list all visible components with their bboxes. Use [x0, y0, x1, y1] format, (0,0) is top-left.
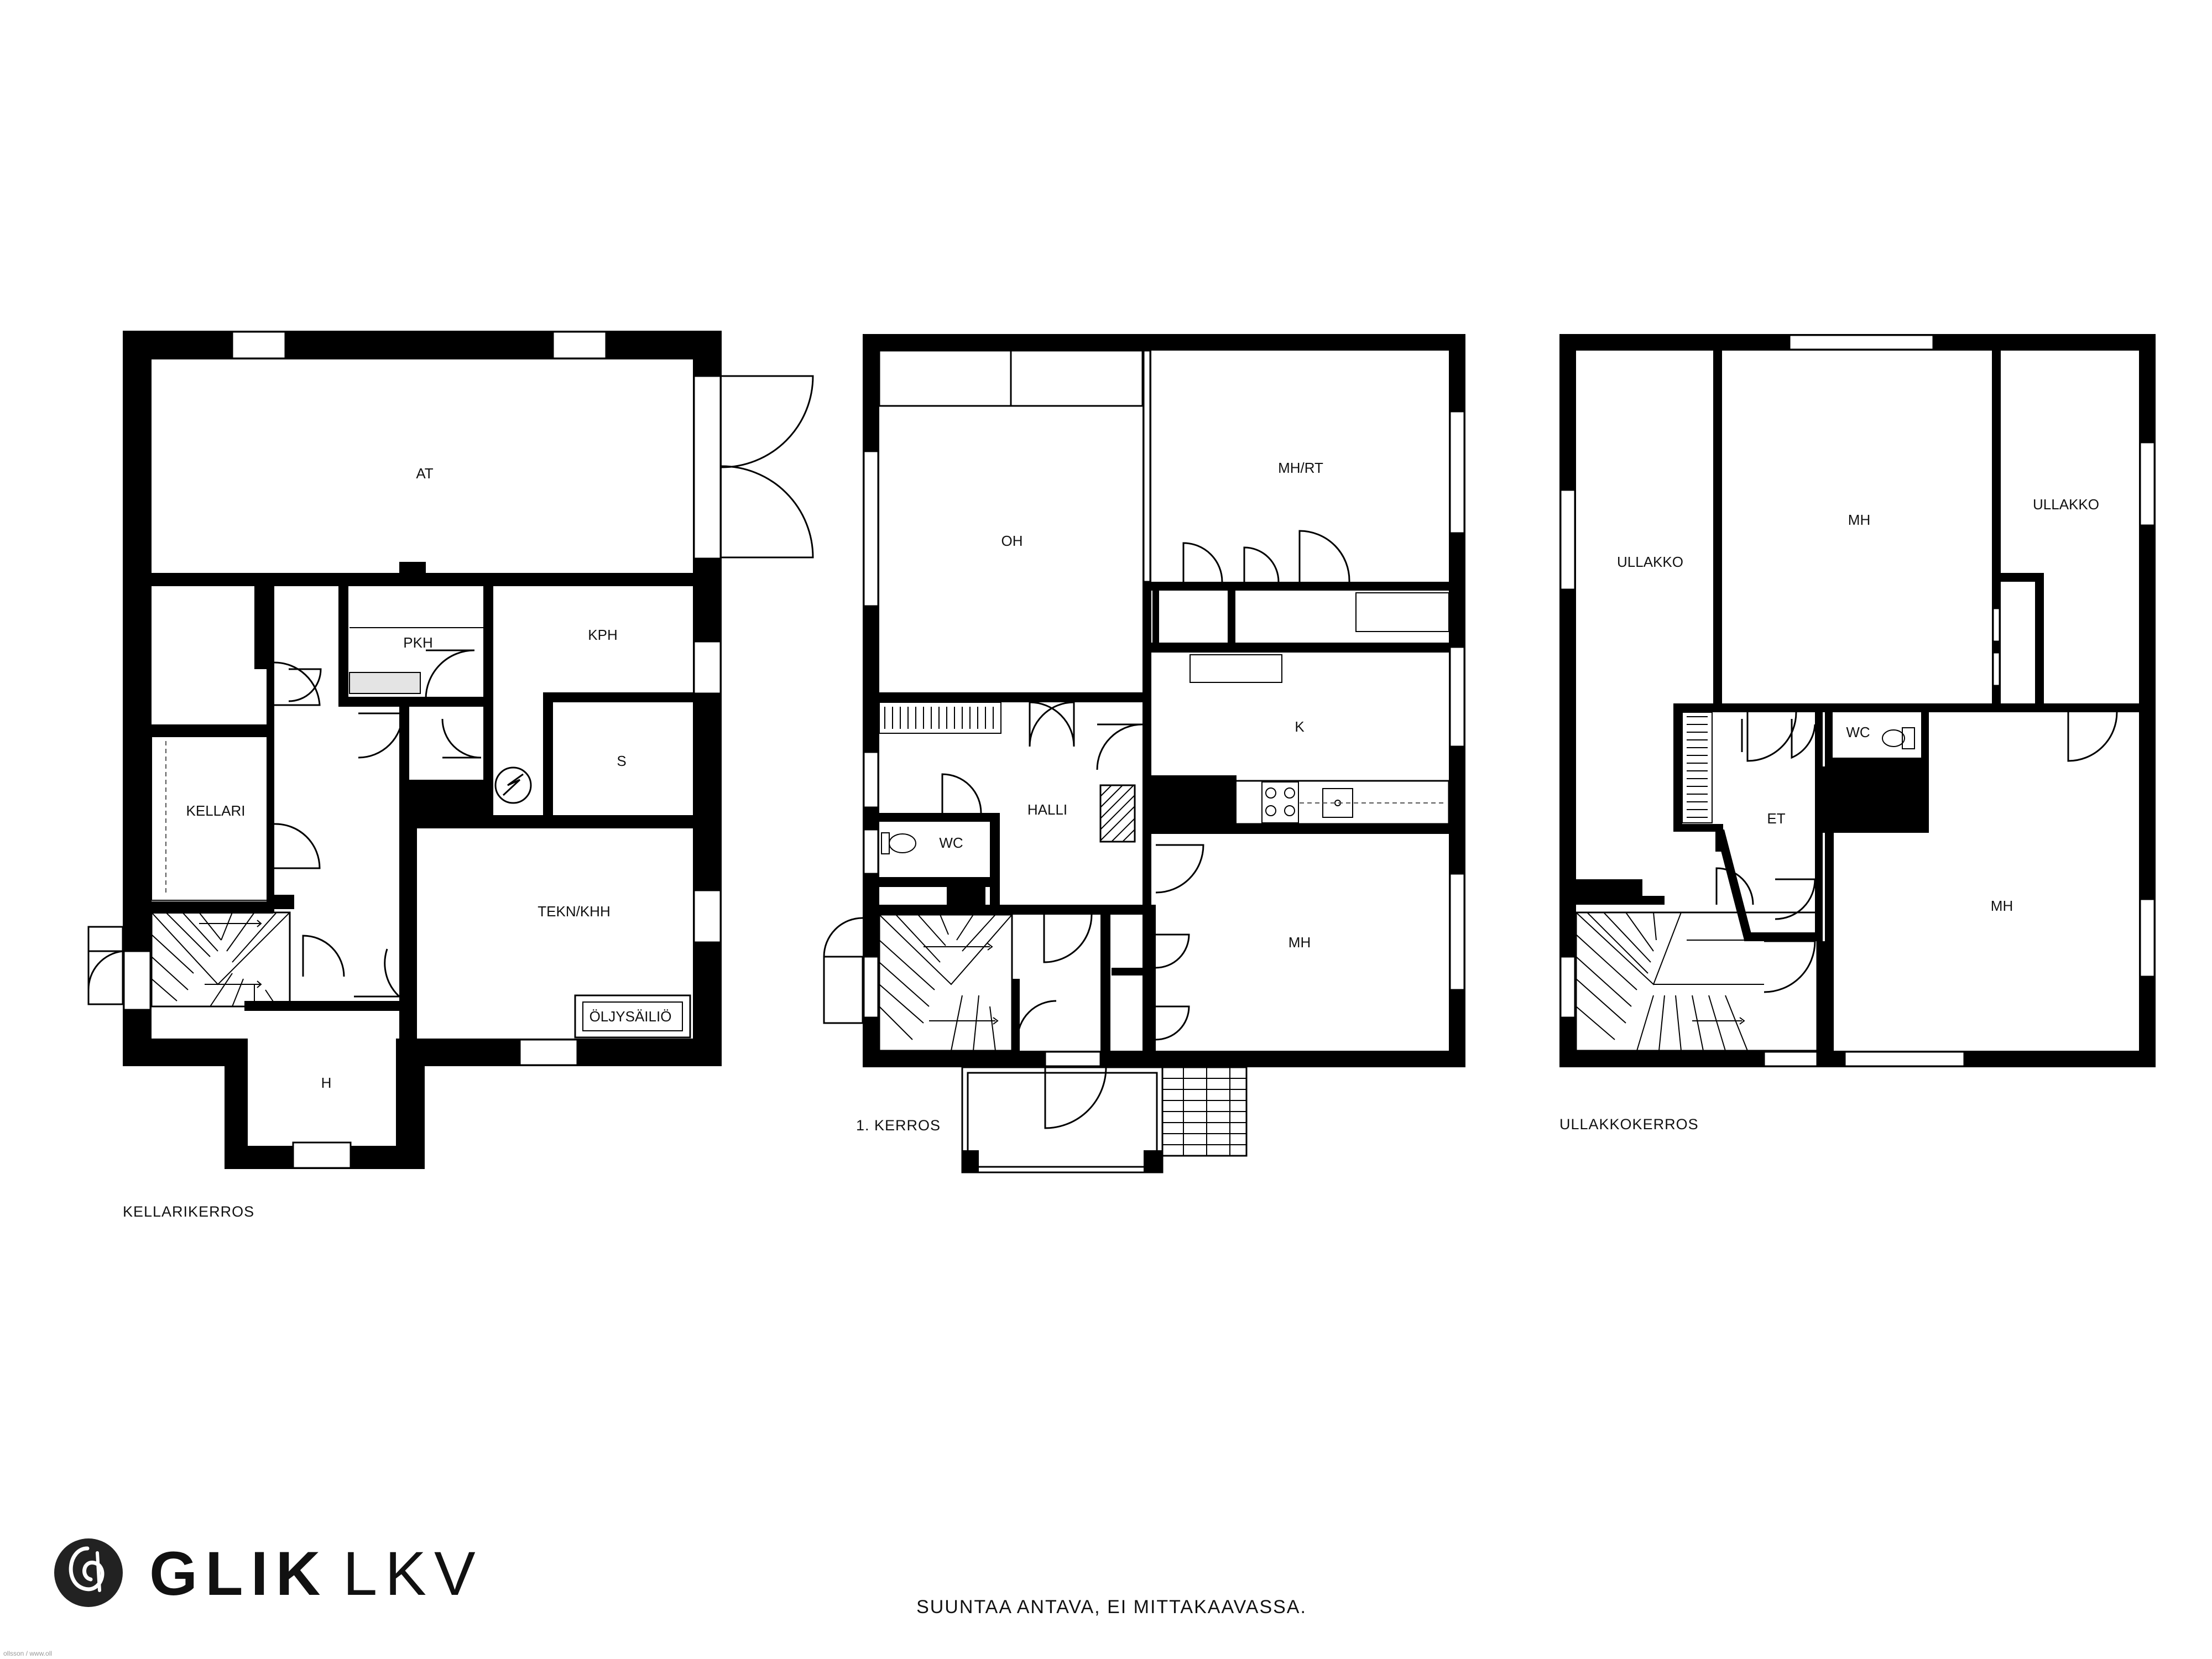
- window-icon: [1559, 489, 1576, 591]
- room-label-oh: OH: [1001, 533, 1023, 549]
- stairs-icon: [1575, 911, 1818, 1052]
- window-icon: [552, 331, 607, 359]
- floor-title-first: 1. KERROS: [856, 1117, 941, 1134]
- room-label-ullakko-1: ULLAKKO: [1617, 554, 1683, 570]
- window-icon: [863, 956, 879, 1019]
- window-icon: [693, 375, 722, 560]
- window-icon: [519, 1039, 578, 1066]
- sink-icon: [954, 881, 980, 903]
- door-swing-icon: [1715, 712, 2118, 993]
- door-swing-icon: [87, 649, 482, 998]
- window-icon: [693, 889, 722, 943]
- credit-text: ollsson / www.oll: [3, 1650, 52, 1657]
- window-icon: [231, 331, 286, 359]
- scale-disclaimer: SUUNTAA ANTAVA, EI MITTAKAAVASSA.: [916, 1597, 1307, 1618]
- kitchen-counter: [1233, 780, 1450, 825]
- room-label-s: S: [617, 753, 626, 769]
- entrance-step: [87, 926, 124, 1005]
- window-icon: [123, 950, 152, 1011]
- basement-windows: [123, 331, 722, 1169]
- basement-walls: [123, 331, 722, 1169]
- room-label-k: K: [1295, 718, 1305, 735]
- fireplace-icon: [1099, 784, 1136, 843]
- first-floor-walls: [863, 334, 1465, 1173]
- room-label-kph: KPH: [588, 627, 617, 643]
- window-icon: [863, 828, 879, 875]
- stairs-icon: [878, 914, 1013, 1052]
- toilet-icon: [1882, 727, 1915, 749]
- room-label-wc: WC: [1846, 724, 1870, 740]
- room-label-ullakko-2: ULLAKKO: [2033, 496, 2099, 513]
- window-icon: [292, 1141, 352, 1169]
- window-icon: [2139, 898, 2156, 978]
- room-label-mh: MH: [1288, 934, 1311, 951]
- attic-walls: [1559, 334, 2156, 1067]
- upper-cabinet: [1190, 654, 1282, 683]
- window-icon: [1788, 334, 1934, 351]
- brand-suffix: LKV: [343, 1539, 483, 1608]
- bench: [1682, 712, 1713, 823]
- room-label-h: H: [321, 1074, 332, 1091]
- sink-icon: [1841, 763, 1866, 781]
- window-icon: [1559, 956, 1576, 1019]
- upper-cabinet: [1355, 592, 1449, 632]
- shelf: [151, 736, 268, 901]
- door-swing-icon: [823, 530, 1350, 1129]
- stairs-icon: [150, 911, 291, 1008]
- floor-plan-attic: ULLAKKO MH ULLAKKO WC ET MH ULLAKKOKERRO…: [1559, 334, 2156, 1133]
- toilet-icon: [881, 832, 916, 854]
- bench: [879, 702, 1001, 734]
- room-label-oljysailio: ÖLJYSÄILIÖ: [589, 1008, 672, 1025]
- door-swing-icon: [721, 375, 814, 559]
- floor-plan-basement: AT PKH KPH S KELLARI TEKN/KHH ÖLJYSÄILIÖ…: [87, 331, 814, 1220]
- room-label-mh-1: MH: [1848, 512, 1870, 528]
- room-label-et: ET: [1767, 810, 1785, 827]
- room-label-pkh: PKH: [403, 634, 432, 651]
- boiler-icon: [494, 766, 532, 804]
- window-icon: [1449, 873, 1465, 991]
- room-label-kellari: KELLARI: [186, 802, 246, 819]
- window-icon: [863, 450, 879, 607]
- floor-title-basement: KELLARIKERROS: [123, 1203, 254, 1220]
- floor-title-attic: ULLAKKOKERROS: [1559, 1116, 1699, 1133]
- window-icon: [1449, 646, 1465, 748]
- floor-plan-first-floor: OH MH/RT K HALLI WC MH 1. KERROS: [823, 334, 1465, 1173]
- window-icon: [863, 751, 879, 808]
- room-label-wc: WC: [939, 834, 963, 851]
- brand-logo: GLIK LKV: [54, 1538, 483, 1608]
- room-label-mh-2: MH: [1991, 898, 2013, 914]
- window-icon: [693, 640, 722, 695]
- oil-tank: [574, 994, 691, 1039]
- glik-logo-icon: [54, 1538, 123, 1607]
- attic-windows: [1559, 334, 2156, 1067]
- room-label-at: AT: [416, 465, 433, 482]
- window-icon: [1844, 1051, 1965, 1067]
- window-icon: [1044, 1051, 1102, 1067]
- window-icon: [1449, 410, 1465, 534]
- window-icon: [1763, 1051, 1818, 1067]
- entrance-step: [823, 956, 864, 1024]
- room-label-mh-rt: MH/RT: [1278, 460, 1323, 476]
- stairs-icon: [1161, 1066, 1248, 1157]
- bench: [349, 672, 421, 694]
- first-floor-windows: [863, 349, 1465, 1067]
- room-label-halli: HALLI: [1027, 801, 1067, 818]
- stove-icon: [1261, 781, 1299, 823]
- brand-name: GLIK: [149, 1539, 328, 1608]
- window-icon: [2139, 441, 2156, 526]
- room-label-tekn-khh: TEKN/KHH: [538, 903, 610, 920]
